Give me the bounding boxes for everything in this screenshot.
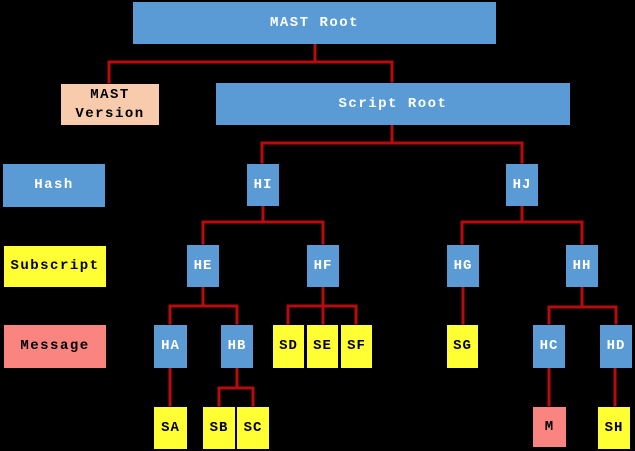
connector-scriptroot-children — [260, 123, 524, 164]
node-hb: HB — [221, 325, 253, 368]
connector-he-children — [168, 285, 239, 325]
node-sb: SB — [203, 407, 235, 449]
connector-hi-children — [201, 204, 325, 245]
connector-hb-children — [217, 366, 255, 407]
node-mast-version: MAST Version — [61, 84, 159, 125]
connector-hh-children — [547, 285, 618, 325]
connector-hf-children — [286, 285, 358, 325]
node-se: SE — [307, 325, 338, 368]
node-ha: HA — [154, 325, 187, 368]
node-mast-root: MAST Root — [133, 2, 496, 44]
node-script-root: Script Root — [216, 83, 570, 125]
node-hh: HH — [566, 245, 598, 287]
node-hg: HG — [447, 245, 479, 287]
legend-hash: Hash — [3, 164, 105, 207]
node-hf: HF — [307, 245, 339, 287]
node-m: M — [533, 407, 566, 447]
node-hj: HJ — [506, 164, 538, 206]
legend-subscript: Subscript — [4, 246, 106, 287]
connector-hj-children — [460, 204, 584, 245]
legend-message: Message — [4, 325, 106, 368]
node-sa: SA — [154, 407, 187, 449]
node-he: HE — [187, 245, 219, 287]
node-sc: SC — [237, 407, 269, 449]
node-sg: SG — [447, 325, 478, 368]
node-sh: SH — [598, 407, 630, 449]
node-sf: SF — [341, 325, 372, 368]
connector-mastroot-children — [107, 42, 394, 84]
node-hd: HD — [600, 325, 632, 368]
node-hc: HC — [533, 325, 565, 368]
node-sd: SD — [273, 325, 304, 368]
node-hi: HI — [247, 164, 279, 206]
